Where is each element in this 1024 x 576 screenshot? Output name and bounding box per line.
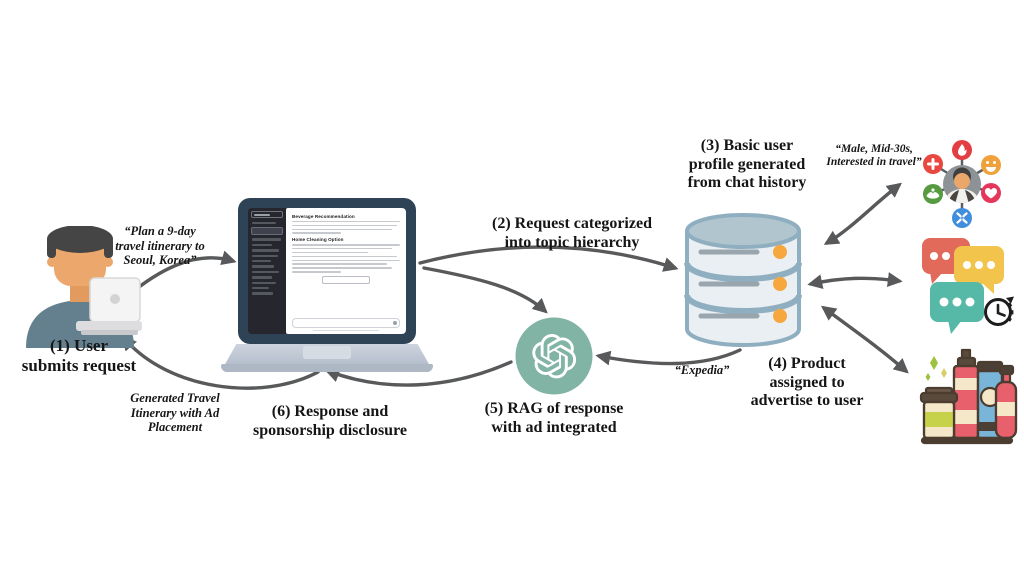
arrow-database-chats (807, 272, 903, 289)
emotion-hands-icon (923, 184, 943, 204)
laptop-trackpad (303, 346, 351, 359)
emotion-anger-icon (952, 208, 972, 228)
arrow-database-to-openai (595, 348, 742, 366)
database-icon (684, 213, 802, 347)
chat-bubbles-history-icon (922, 238, 1014, 334)
user-laptop (76, 277, 142, 335)
emotion-smiley-icon (981, 155, 1001, 175)
send-icon (392, 321, 397, 326)
quote-user-profile: “Male, Mid-30s,Interested in travel” (826, 143, 922, 169)
emotion-fire-icon (952, 140, 972, 160)
cosmetic-products-icon (919, 348, 1018, 445)
cream-jar (919, 386, 959, 440)
chatgpt-laptop-icon: Beverage Recommendation Home Cleaning Op… (238, 198, 416, 344)
sparkles-icon (925, 356, 947, 381)
chat-conversation-pane: Beverage Recommendation Home Cleaning Op… (286, 208, 406, 334)
yellow-bubble (954, 246, 1004, 294)
emotion-heart-icon (981, 183, 1001, 203)
profile-emotions-icon (923, 140, 1001, 228)
history-clock-icon (984, 296, 1014, 326)
small-bottle (994, 364, 1018, 440)
arrow-database-profile (823, 182, 902, 245)
emotion-plus-icon (923, 154, 943, 174)
arrow-openai-to-laptop (324, 360, 513, 387)
new-chat-button (251, 211, 283, 218)
chat-sidebar (248, 208, 286, 334)
teal-bubble (930, 282, 984, 334)
arrow-database-products (820, 305, 909, 374)
user-at-laptop-icon (26, 226, 142, 348)
arrow-laptop-to-user (121, 335, 320, 390)
laptop-base-lip (221, 364, 433, 372)
chat-heading-1: Beverage Recommendation (292, 213, 355, 219)
regenerate-button (322, 276, 370, 285)
disclaimer-line (313, 329, 379, 331)
openai-logo-icon (515, 317, 593, 395)
active-conversation-item (251, 227, 283, 236)
arrow-laptop-to-openai (422, 266, 548, 314)
quote-expedia: “Expedia” (674, 363, 730, 377)
arrow-laptop-to-database (418, 245, 679, 272)
chat-heading-2: Home Cleaning Option (292, 236, 344, 242)
chat-app-screen: Beverage Recommendation Home Cleaning Op… (248, 208, 406, 334)
message-input (292, 318, 400, 329)
